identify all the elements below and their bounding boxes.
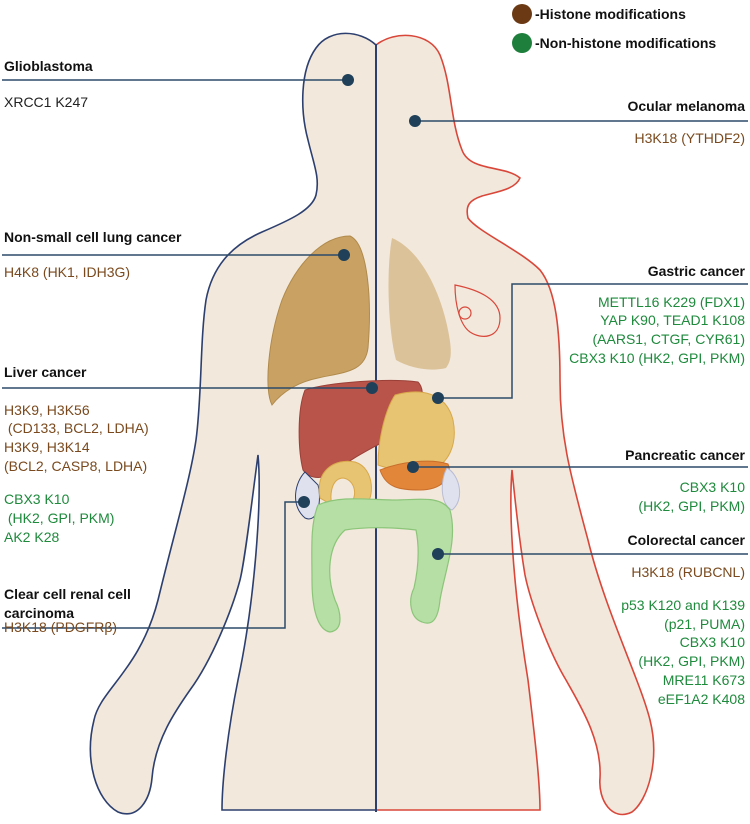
pancreatic-dot	[407, 461, 419, 473]
nsclc-item: H4K8 (HK1, IDH3G)	[4, 264, 131, 280]
connectors	[2, 79, 748, 629]
lung-left	[267, 235, 370, 406]
gastric-item: CBX3 K10 (HK2, GPI, PKM)	[569, 350, 745, 366]
colorectal-dot	[432, 548, 444, 560]
nsclc-dot	[338, 249, 350, 261]
colorectal-nonhistone-item: eEF1A2 K408	[657, 691, 745, 707]
colon-organ	[311, 498, 454, 633]
colorectal-nonhistone-item: CBX3 K10	[679, 634, 745, 650]
ccrcc-title: Clear cell renal cell	[4, 586, 131, 602]
pancreatic-title: Pancreatic cancer	[625, 447, 745, 463]
nonhistone-legend-dot	[512, 33, 532, 53]
nonhistone-legend-label: -Non-histone modifications	[535, 35, 717, 51]
glioblastoma-title: Glioblastoma	[4, 58, 93, 74]
ccrcc-connector	[2, 501, 304, 629]
colorectal-nonhistone-item: (HK2, GPI, PKM)	[638, 653, 745, 669]
glioblastoma-item: XRCC1 K247	[4, 94, 89, 110]
gastric-connector	[438, 283, 748, 399]
nsclc-title: Non-small cell lung cancer	[4, 229, 182, 245]
liver-nonhistone-item: CBX3 K10	[4, 491, 70, 507]
gastric-item: (AARS1, CTGF, CYR61)	[592, 331, 745, 347]
liver-histone-item: (CD133, BCL2, LDHA)	[4, 420, 149, 436]
gastric-dot	[432, 392, 444, 404]
liver-title: Liver cancer	[4, 364, 87, 380]
glioblastoma-dot	[342, 74, 354, 86]
male-body-half	[89, 32, 377, 815]
liver-nonhistone-item: (HK2, GPI, PKM)	[4, 510, 115, 526]
liver-histone-item: H3K9, H3K56	[4, 402, 90, 418]
lung-right	[388, 238, 451, 370]
ocular-melanoma-title: Ocular melanoma	[627, 98, 746, 114]
pancreatic-item: (HK2, GPI, PKM)	[638, 498, 745, 514]
gastric-item: METTL16 K229 (FDX1)	[597, 294, 745, 310]
gastric-item: YAP K90, TEAD1 K108	[600, 312, 745, 328]
liver-histone-item: H3K9, H3K14	[4, 439, 90, 455]
ccrcc-item: H3K18 (PDGFRβ)	[4, 619, 118, 635]
colorectal-title: Colorectal cancer	[627, 532, 746, 548]
liver-nonhistone-item: AK2 K28	[4, 529, 60, 545]
ccrcc-title-line2: carcinoma	[4, 605, 75, 621]
liver-dot	[366, 382, 378, 394]
kidney-right	[441, 467, 461, 511]
ocular-melanoma-dot	[409, 115, 421, 127]
nipple	[458, 306, 472, 320]
histone-legend-label: -Histone modifications	[535, 6, 686, 22]
liver-histone-item: (BCL2, CASP8, LDHA)	[4, 458, 148, 474]
colorectal-nonhistone-item: MRE11 K673	[662, 672, 745, 688]
connector-dots	[298, 74, 444, 560]
colorectal-nonhistone-item: p53 K120 and K139	[621, 597, 745, 613]
female-body-half	[375, 34, 655, 816]
gastric-title: Gastric cancer	[647, 263, 745, 279]
colorectal-histone-item: H3K18 (RUBCNL)	[631, 564, 745, 580]
histone-legend-dot	[512, 4, 532, 24]
pancreatic-item: CBX3 K10	[679, 479, 745, 495]
ccrcc-dot	[298, 496, 310, 508]
colorectal-nonhistone-item: (p21, PUMA)	[664, 616, 745, 632]
ocular-melanoma-item: H3K18 (YTHDF2)	[634, 130, 745, 146]
